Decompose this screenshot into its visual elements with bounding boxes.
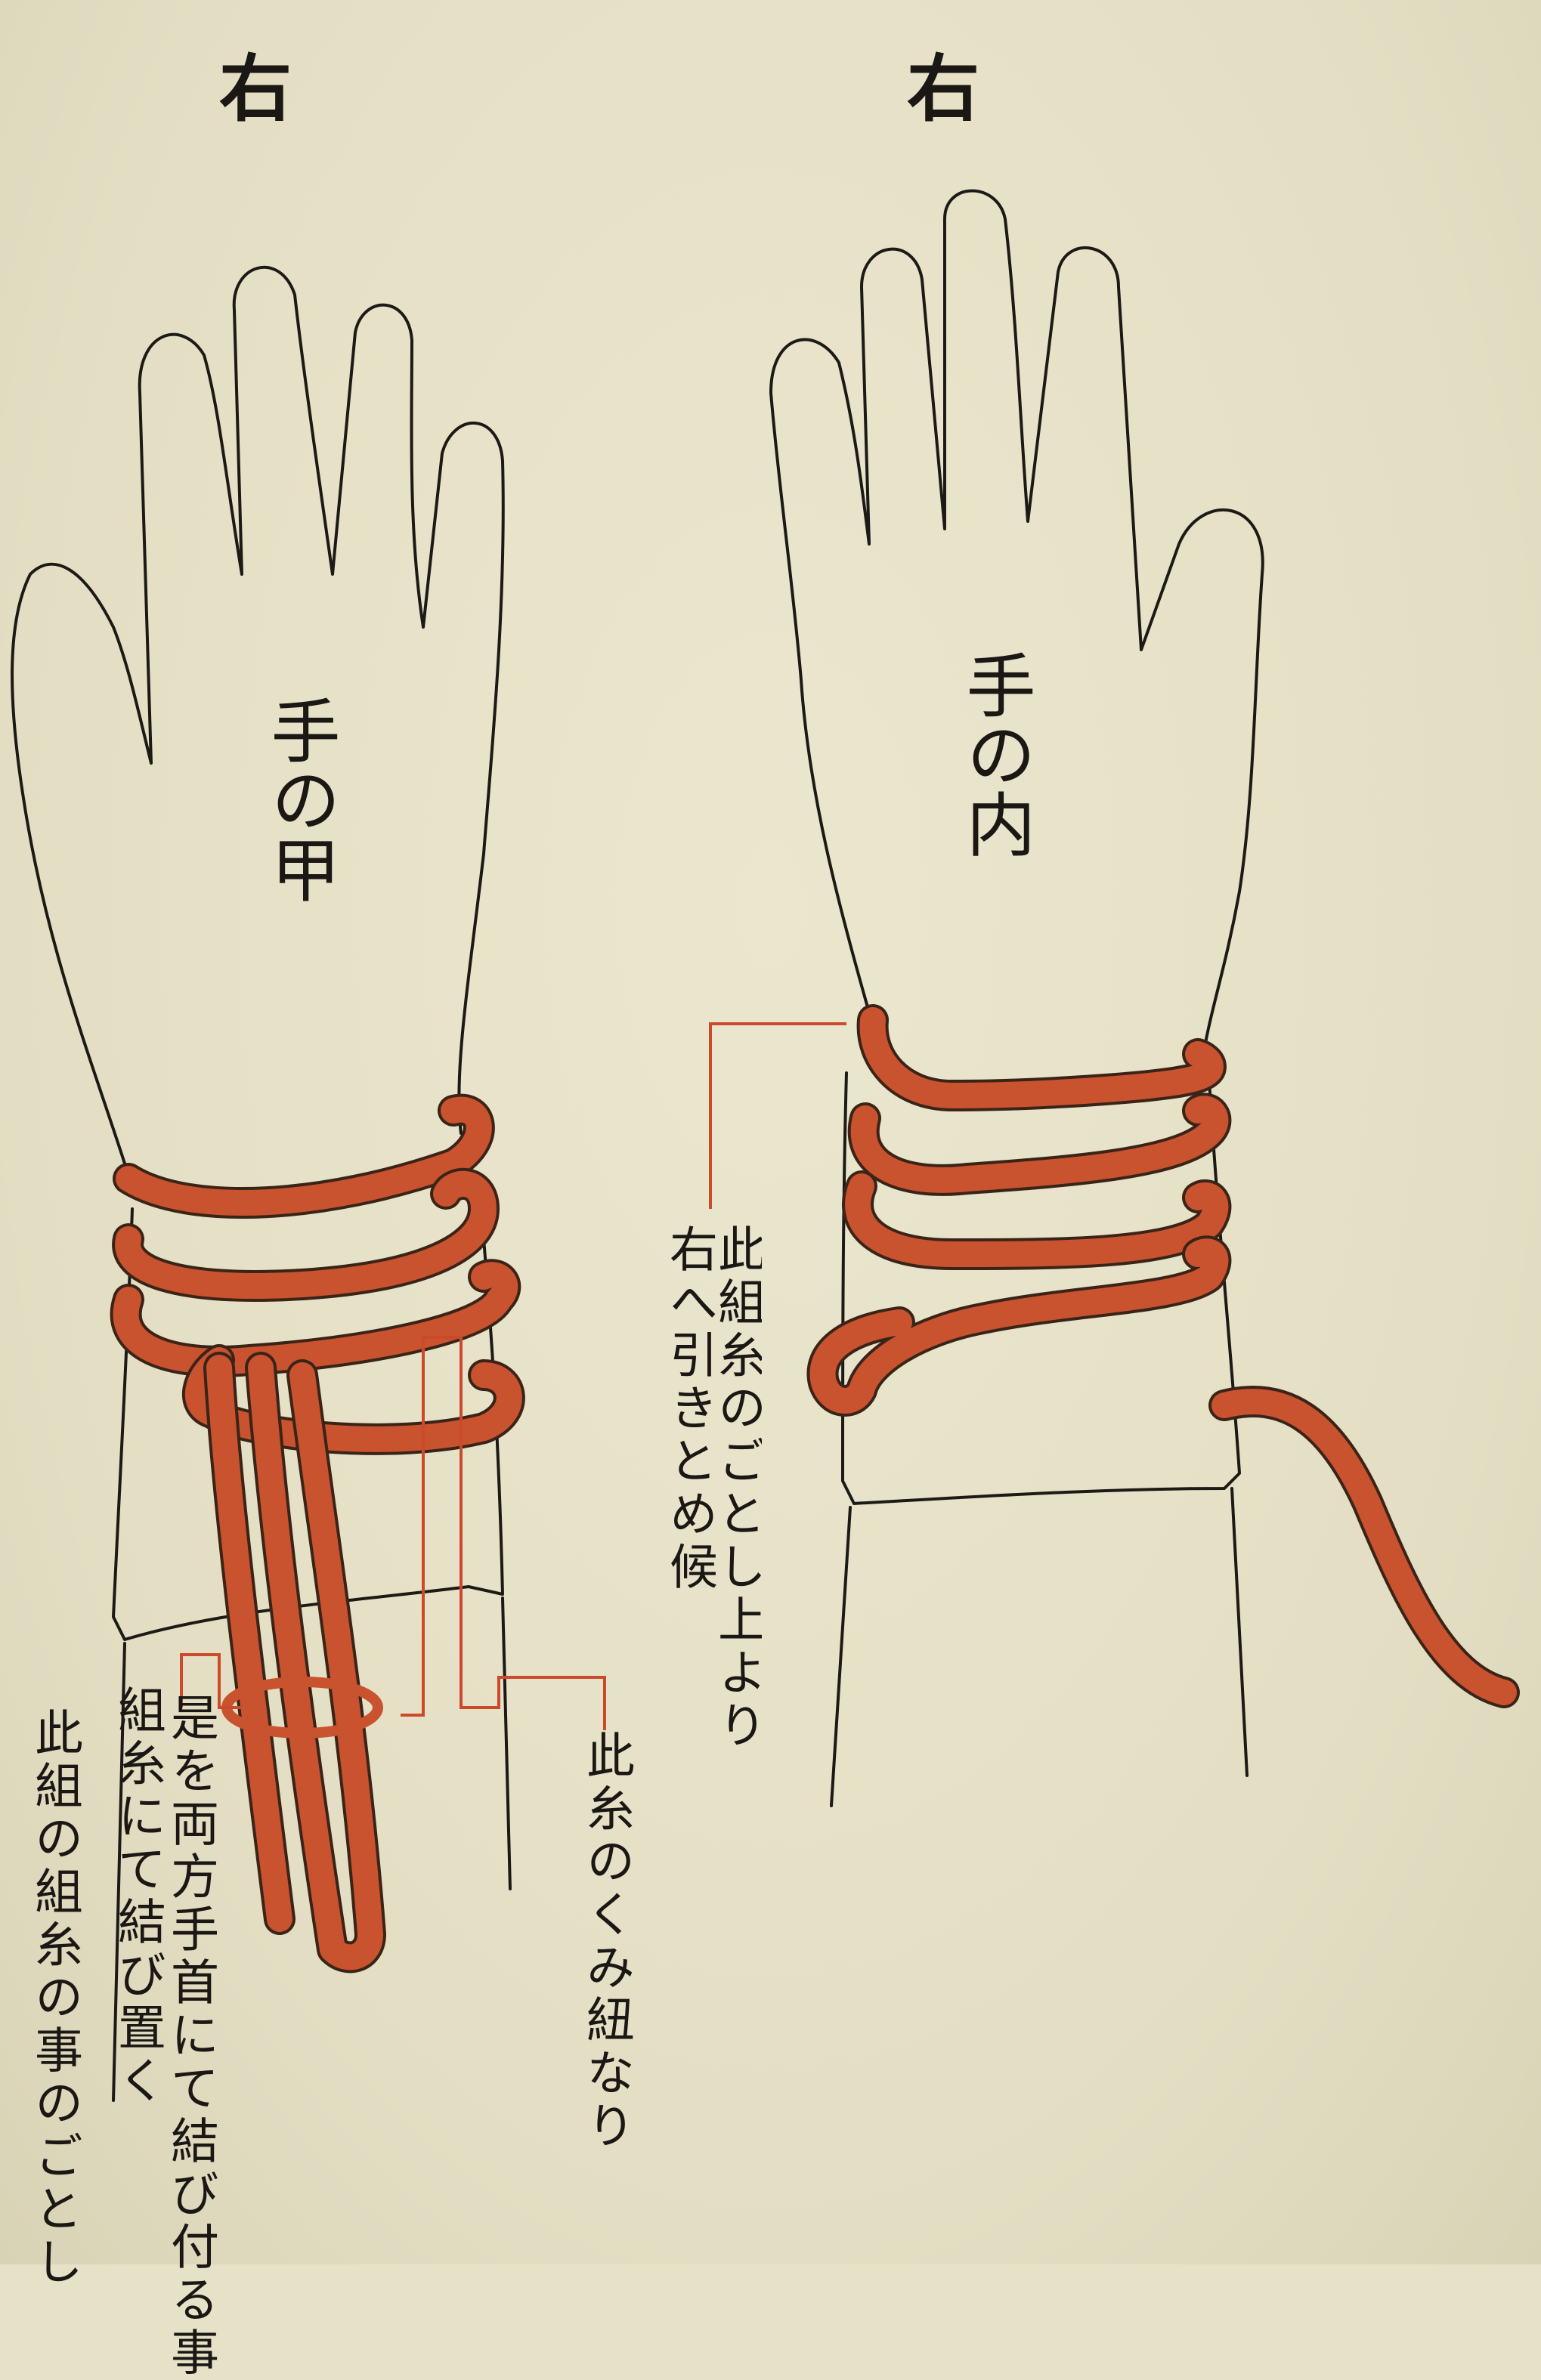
left-hand-outline — [12, 267, 503, 1164]
right-cord-note: 此組糸のごとし上より右へ引きとめ候 — [665, 1224, 762, 1798]
right-cord-wraps — [822, 1020, 1504, 1692]
middle-cord-note: 此糸のくみ紐なり — [582, 1730, 630, 2153]
right-leader-line — [710, 1024, 846, 1209]
left-loop-note-1: 是を両方手首にて結び付る事 — [166, 1692, 215, 2380]
left-hand-label: 手の甲 — [265, 695, 334, 904]
right-hand-outline — [771, 191, 1263, 1066]
left-heading: 右 — [219, 53, 292, 125]
right-hand-drawing — [771, 191, 1263, 1807]
right-heading: 右 — [907, 53, 979, 125]
right-arm-outline — [831, 1488, 1247, 1806]
illustration — [0, 0, 1541, 2264]
paper-sheet: 右 右 手の甲 手の内 此組糸のごとし上より右へ引きとめ候 此糸のくみ紐なり 是… — [0, 0, 1541, 2264]
left-loop-note-2: 組糸にて結び置く — [113, 1685, 162, 2108]
right-hand-label: 手の内 — [960, 650, 1029, 858]
left-bottom-note: 此組の組糸の事のごとし — [30, 1708, 79, 2289]
